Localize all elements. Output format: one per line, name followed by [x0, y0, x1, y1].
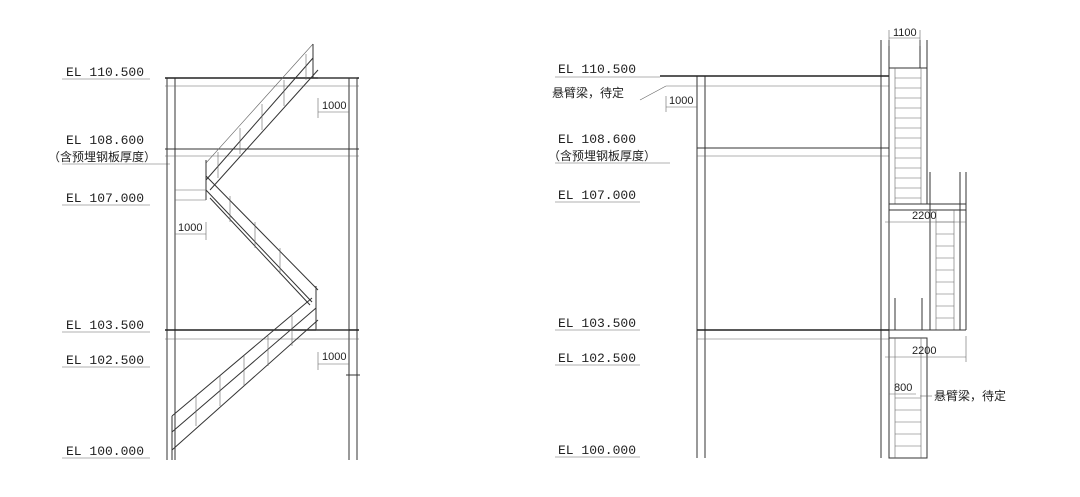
right-dimension-1000: 1000 [665, 95, 697, 112]
left-column-left [166, 78, 176, 460]
right-label-el-103-500: EL 103.500 [558, 316, 636, 331]
right-stair-lower [888, 298, 928, 459]
left-dimension-1000-bottom: 1000 [317, 351, 349, 370]
left-column-right [346, 78, 360, 460]
left-label-el-108-600: EL 108.600 [66, 133, 144, 148]
right-label-embedded-plate-note: （含预埋钢板厚度） [548, 148, 656, 163]
right-label-el-107-000: EL 107.000 [558, 188, 636, 203]
left-label-el-100-000: EL 100.000 [66, 444, 144, 459]
right-label-el-100-000: EL 100.000 [558, 443, 636, 458]
left-stair-flight-upper [205, 43, 357, 200]
left-label-el-107-000: EL 107.000 [66, 191, 144, 206]
right-dimension-1100: 1100 [888, 27, 921, 46]
right-elevation-view: EL 110.500 悬臂梁，待定 EL 108.600 （含预埋钢板厚度） E… [548, 27, 1006, 459]
right-dimension-2200-lower: 2200 [885, 336, 967, 362]
left-label-el-102-500: EL 102.500 [66, 353, 144, 368]
right-stair-middle [889, 209, 966, 331]
right-leader-cantilever-top [639, 85, 667, 101]
left-elevation-view: EL 110.500 EL 108.600 （含预埋钢板厚度） EL 107.0… [48, 43, 360, 460]
right-note-cantilever-top: 悬臂梁，待定 [552, 85, 624, 100]
svg-text:2200: 2200 [912, 210, 936, 222]
right-column-left [696, 76, 706, 458]
right-column-right [880, 40, 890, 458]
svg-text:1100: 1100 [893, 27, 917, 39]
svg-text:1000: 1000 [322, 351, 346, 363]
right-dimension-800: 800 [889, 382, 916, 395]
left-label-embedded-plate-note: （含预埋钢板厚度） [48, 149, 156, 164]
right-label-el-108-600: EL 108.600 [558, 132, 636, 147]
right-dimension-2200-upper: 2200 [885, 210, 966, 223]
right-label-el-102-500: EL 102.500 [558, 351, 636, 366]
svg-text:1000: 1000 [322, 100, 346, 112]
left-label-el-110-500: EL 110.500 [66, 65, 144, 80]
right-note-cantilever-bottom: 悬臂梁，待定 [934, 388, 1006, 403]
svg-text:1000: 1000 [669, 95, 693, 107]
right-floor-lines [660, 75, 889, 340]
svg-text:800: 800 [894, 382, 912, 394]
right-label-el-110-500: EL 110.500 [558, 62, 636, 77]
left-stair-flight-lower [171, 297, 349, 460]
left-label-el-103-500: EL 103.500 [66, 318, 144, 333]
right-stair-upper [888, 40, 928, 205]
left-dimension-1000-top: 1000 [317, 98, 349, 118]
left-dimension-1000-middle: 1000 [175, 222, 207, 240]
svg-text:1000: 1000 [178, 222, 202, 234]
svg-text:2200: 2200 [912, 345, 936, 357]
left-stair-flight-middle [175, 175, 319, 330]
